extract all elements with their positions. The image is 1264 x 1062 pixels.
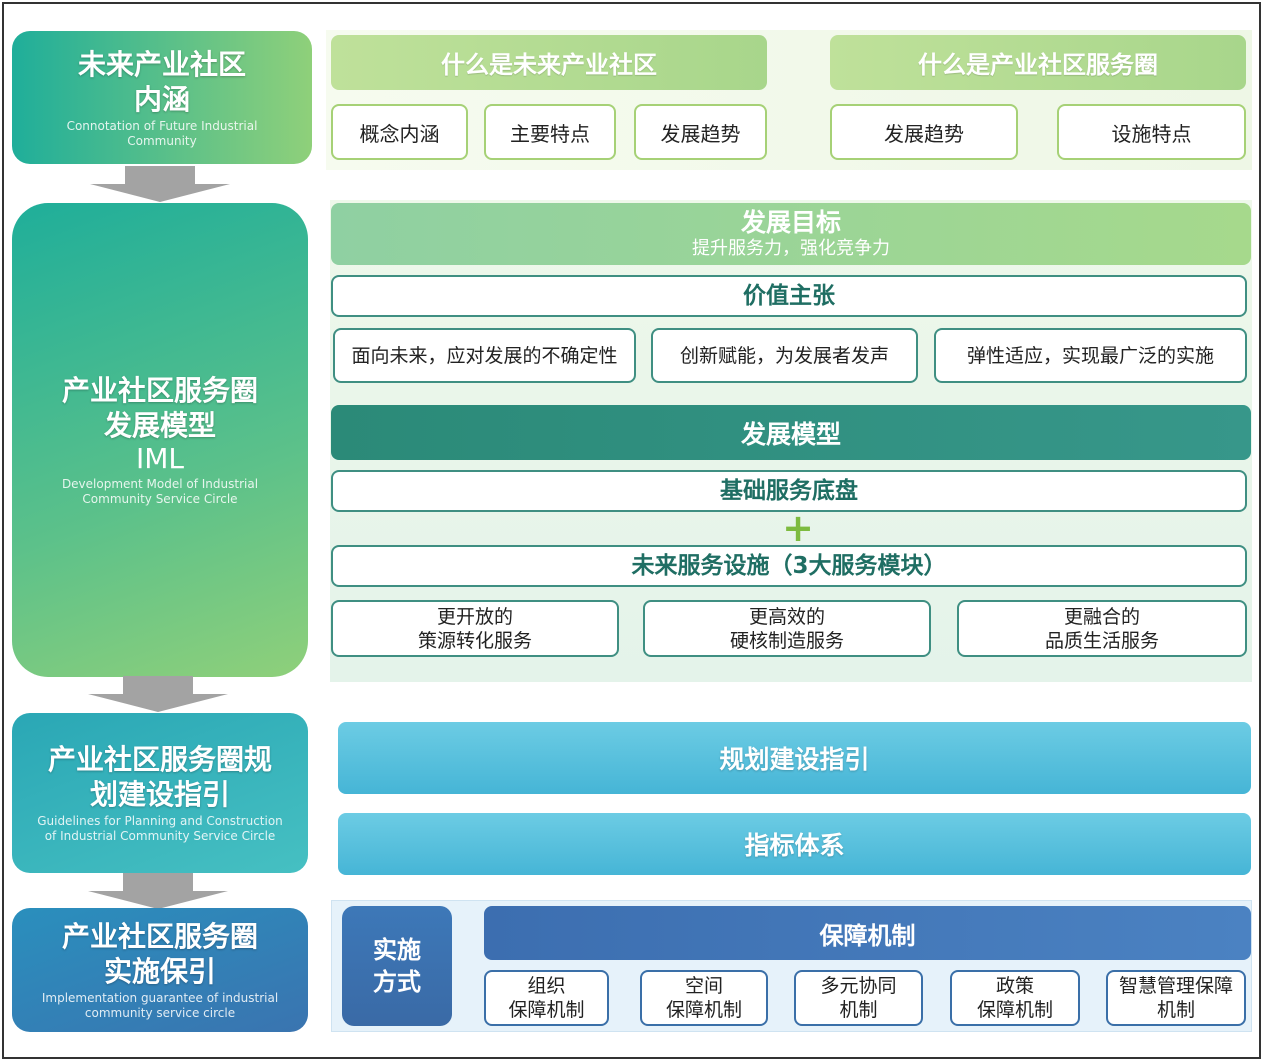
pill-trend-1: 发展趋势 [634,104,767,160]
future-box: 未来服务设施（3大服务模块） [331,545,1247,587]
module-2-line1: 更高效的 [748,605,825,628]
guarantee-head: 保障机制 [484,906,1251,960]
guidelines-title-2: 划建设指引 [89,778,230,811]
value-title: 价值主张 [743,283,835,309]
mechanism-box-5: 智慧管理保障 机制 [1106,970,1246,1026]
left-box-guidelines: 产业社区服务圈规 划建设指引 Guidelines for Planning a… [12,713,308,873]
mechanism-5-line2: 机制 [1156,999,1195,1021]
module-box-1: 更开放的 策源转化服务 [331,600,619,657]
value-title-box: 价值主张 [331,275,1247,317]
pill-facility: 设施特点 [1057,104,1246,160]
implementation-title-2: 实施保引 [103,955,216,988]
down-arrow-1 [90,166,230,202]
module-3-line2: 品质生活服务 [1044,629,1159,652]
method-line2: 方式 [373,968,421,996]
base-box: 基础服务底盘 [331,470,1247,512]
pill-concept: 概念内涵 [331,104,468,160]
goal-subtitle: 提升服务力，强化竞争力 [692,238,890,259]
model-title-3: IML [135,442,184,475]
model-en: Development Model of Industrial Communit… [61,477,259,506]
method-line1: 实施 [373,936,421,964]
connotation-title-1: 未来产业社区 [77,47,246,81]
goal-bar: 发展目标 提升服务力，强化竞争力 [331,203,1251,265]
model-bar: 发展模型 [331,405,1251,460]
plus-icon: + [782,506,814,550]
mechanism-box-2: 空间 保障机制 [640,970,768,1026]
module-2-line2: 硬核制造服务 [729,629,844,652]
pill-trend-2: 发展趋势 [830,104,1018,160]
value-box-1: 面向未来，应对发展的不确定性 [333,328,636,383]
connotation-title-2: 内涵 [133,82,190,116]
mechanism-4-line2: 保障机制 [976,999,1053,1021]
value-box-3: 弹性适应，实现最广泛的实施 [934,328,1247,383]
mechanism-2-line2: 保障机制 [665,999,742,1021]
module-box-3: 更融合的 品质生活服务 [957,600,1247,657]
pill-features: 主要特点 [484,104,616,160]
guidelines-title-1: 产业社区服务圈规 [47,743,272,776]
implementation-title-1: 产业社区服务圈 [61,920,258,953]
section1-left-head: 什么是未来产业社区 [331,35,767,90]
mechanism-box-3: 多元协同 机制 [794,970,923,1026]
module-box-2: 更高效的 硬核制造服务 [643,600,931,657]
value-box-2: 创新赋能，为发展者发声 [651,328,918,383]
module-1-line1: 更开放的 [436,605,513,628]
mechanism-4-line1: 政策 [995,975,1034,997]
down-arrow-2 [88,676,228,712]
model-title-2: 发展模型 [103,409,216,442]
mechanism-3-line1: 多元协同 [820,975,897,997]
method-box: 实施 方式 [342,906,452,1026]
mechanism-3-line2: 机制 [839,999,878,1021]
module-1-line2: 策源转化服务 [417,629,532,652]
connotation-en: Connotation of Future Industrial Communi… [66,118,258,148]
mechanism-box-1: 组织 保障机制 [484,970,609,1026]
left-box-model: 产业社区服务圈 发展模型 IML Development Model of In… [12,203,308,677]
implementation-en: Implementation guarantee of industrial c… [41,991,279,1020]
model-title-1: 产业社区服务圈 [61,374,258,407]
left-box-implementation: 产业社区服务圈 实施保引 Implementation guarantee of… [12,908,308,1032]
left-box-connotation: 未来产业社区 内涵 Connotation of Future Industri… [12,31,312,164]
goal-title: 发展目标 [740,208,841,237]
guidelines-en: Guidelines for Planning and Construction… [37,814,283,843]
indicator-system-bar: 指标体系 [338,813,1251,875]
down-arrow-3 [88,873,228,909]
mechanism-1-line1: 组织 [527,975,566,997]
mechanism-2-line1: 空间 [684,975,723,997]
section1-right-head: 什么是产业社区服务圈 [830,35,1246,90]
mechanism-1-line2: 保障机制 [508,999,585,1021]
base-title: 基础服务底盘 [720,478,858,504]
module-3-line1: 更融合的 [1063,605,1140,628]
planning-guide-bar: 规划建设指引 [338,722,1251,794]
future-title: 未来服务设施（3大服务模块） [631,553,947,579]
mechanism-5-line1: 智慧管理保障 [1118,975,1233,997]
mechanism-box-4: 政策 保障机制 [950,970,1080,1026]
